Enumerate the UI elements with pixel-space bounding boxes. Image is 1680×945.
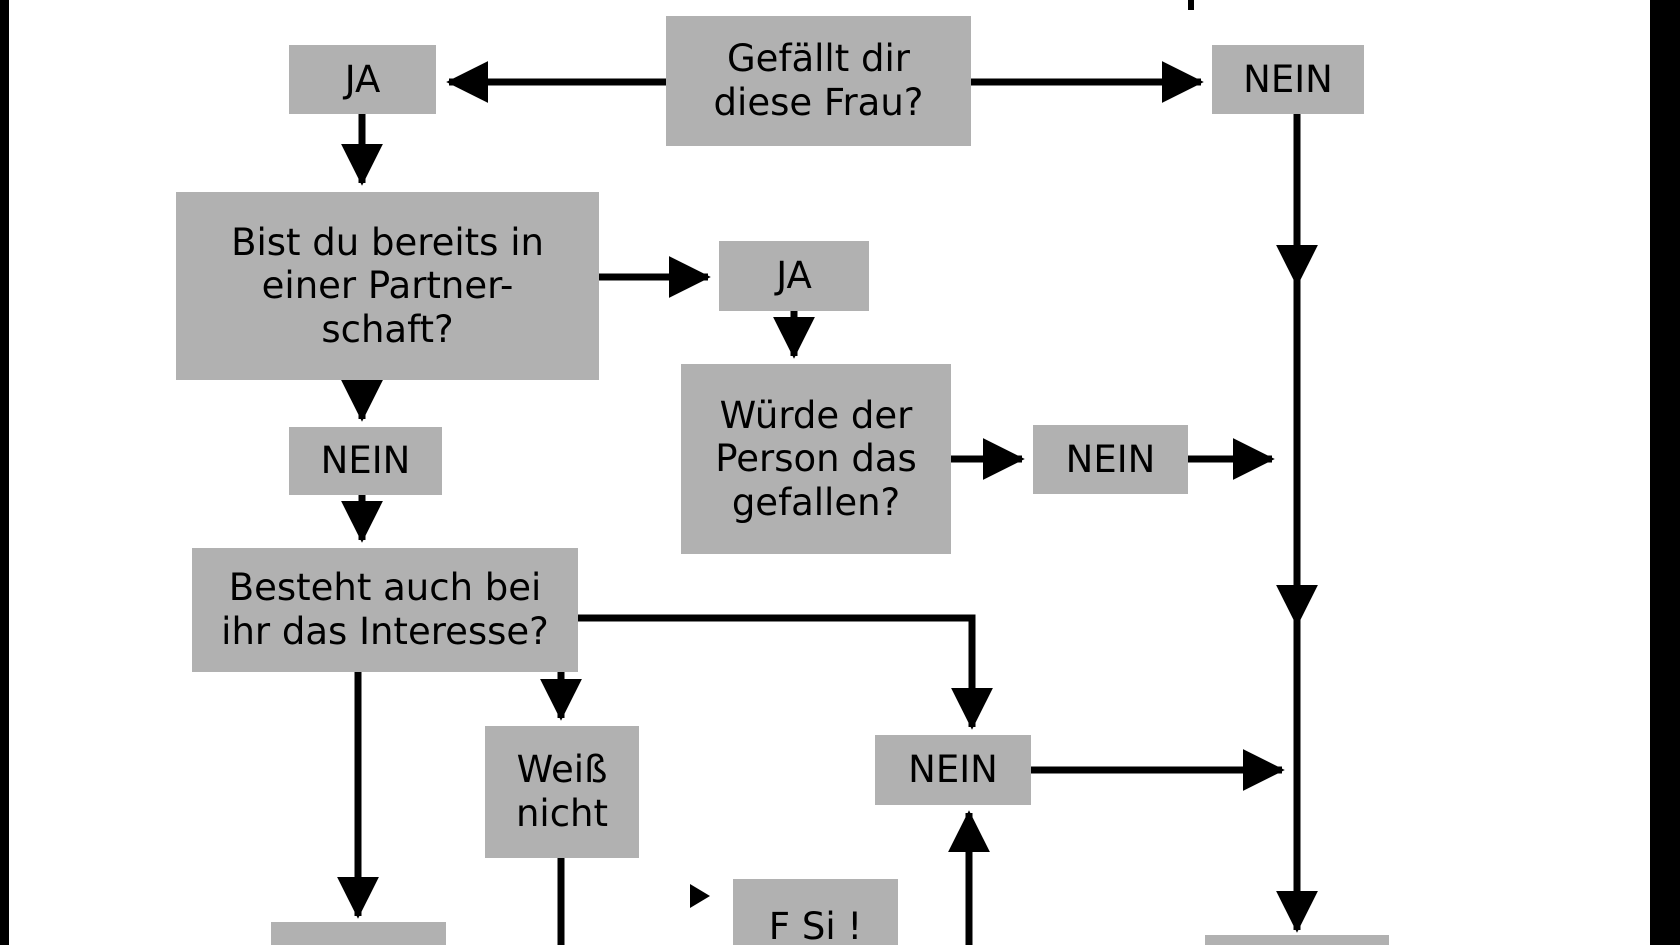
node-ja-middle[interactable]: JA (719, 241, 869, 311)
node-gefaellt-dir-diese-frau[interactable]: Gefällt dir diese Frau? (666, 16, 971, 146)
node-nein-lower[interactable]: NEIN (875, 735, 1031, 805)
node-nein-left[interactable]: NEIN (289, 427, 442, 495)
node-frag-sie-cut-off[interactable]: F Si ! (733, 879, 898, 945)
node-ja-top[interactable]: JA (289, 45, 436, 114)
node-besteht-auch-bei-ihr-das-interesse[interactable]: Besteht auch bei ihr das Interesse? (192, 548, 578, 672)
top-clipped-mark (1188, 0, 1194, 10)
node-weiss-nicht[interactable]: Weiß nicht (485, 726, 639, 858)
right-edge-band (1650, 0, 1680, 945)
node-nein-top-right[interactable]: NEIN (1212, 45, 1364, 114)
clipped-arrowhead-bottom-left (690, 884, 710, 908)
node-bottom-left-cut-off[interactable] (271, 922, 446, 945)
node-nein-middle[interactable]: NEIN (1033, 425, 1188, 494)
node-bist-du-bereits-in-einer-partnerschaft[interactable]: Bist du bereits in einer Partner- schaft… (176, 192, 599, 380)
node-wuerde-der-person-das-gefallen[interactable]: Würde der Person das gefallen? (681, 364, 951, 554)
node-bottom-right-cut-off[interactable] (1205, 935, 1389, 945)
edge-besteht-to-nein-lower (578, 614, 993, 730)
left-edge-band (0, 0, 9, 945)
